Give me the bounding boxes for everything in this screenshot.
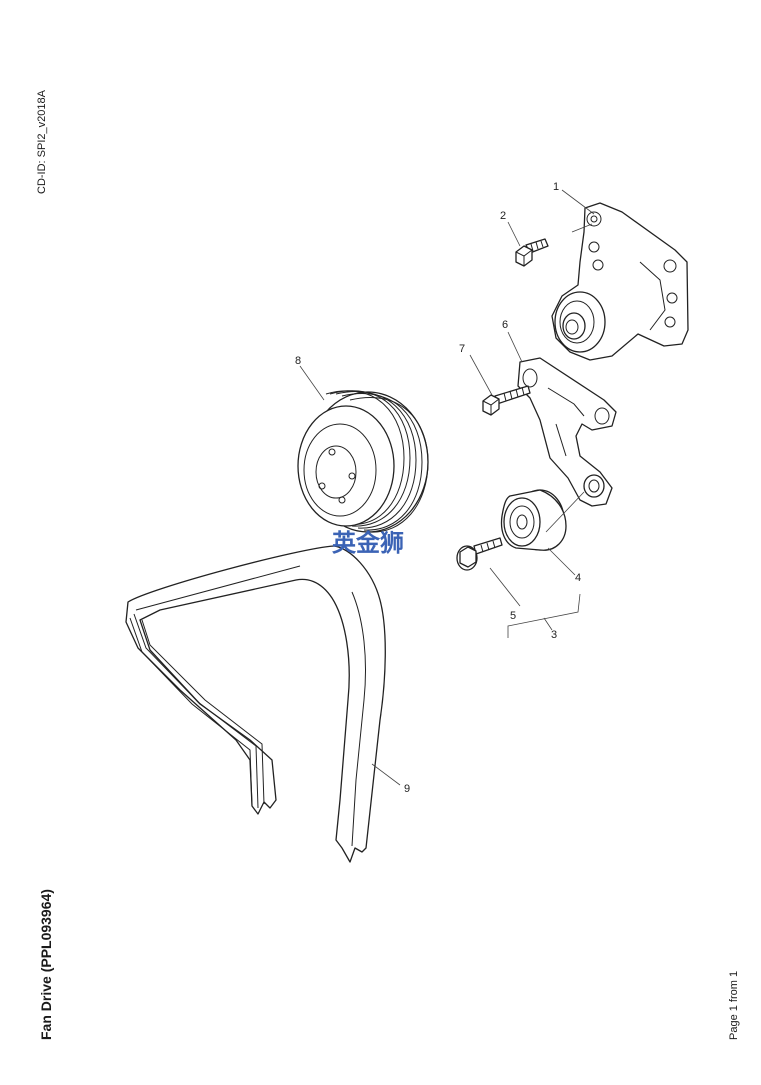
bolt-icon[interactable] (482, 385, 531, 416)
callout-5: 5 (510, 610, 516, 622)
idler-pulley-icon[interactable] (500, 489, 567, 551)
pulley-icon[interactable] (297, 390, 429, 533)
callout-2: 2 (500, 210, 506, 222)
callout-numbers: 1 2 3 4 5 6 7 8 9 (295, 181, 581, 795)
watermark-text: 英金狮 (332, 529, 404, 557)
bolt-icon[interactable] (456, 537, 503, 571)
callout-8: 8 (295, 355, 301, 367)
water-pump-housing-icon[interactable] (551, 202, 689, 361)
callout-7: 7 (459, 343, 465, 355)
callout-3: 3 (551, 629, 557, 641)
callout-1: 1 (553, 181, 559, 193)
callout-6: 6 (502, 319, 508, 331)
leader-lines (299, 189, 595, 786)
callout-4: 4 (575, 572, 581, 584)
bolt-icon[interactable] (515, 238, 549, 267)
tensioner-bracket-icon[interactable] (517, 357, 617, 507)
callout-9: 9 (404, 783, 410, 795)
drive-belt-icon[interactable] (125, 545, 386, 863)
